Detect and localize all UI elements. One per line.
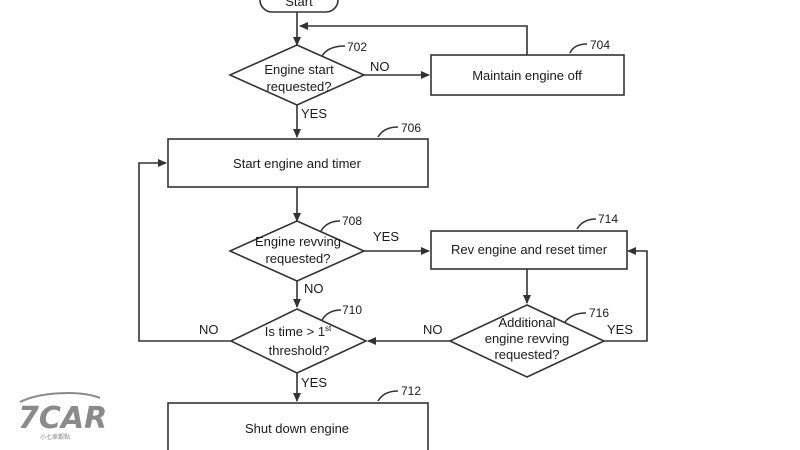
edge-label-710-no: NO: [199, 322, 219, 337]
ref-704: 704: [590, 38, 610, 52]
ref-leader-704: [569, 43, 588, 54]
process-704-label: Maintain engine off: [472, 68, 582, 83]
ref-leader-714: [576, 218, 597, 230]
start-label: Start: [285, 0, 313, 9]
decision-708-line1: Engine revving: [255, 234, 341, 249]
decision-702: Engine start requested? 702: [228, 40, 367, 106]
ref-708: 708: [342, 214, 362, 228]
process-712: Shut down engine 712: [167, 384, 429, 450]
decision-702-line2: requested?: [266, 79, 331, 94]
decision-716-line2: engine revving: [485, 331, 570, 346]
decision-716-line1: Additional: [498, 315, 555, 330]
logo-tagline: 小七車觀點: [40, 433, 70, 441]
ref-leader-702: [321, 45, 346, 57]
process-714: Rev engine and reset timer 714: [430, 212, 628, 270]
process-706-label: Start engine and timer: [233, 156, 362, 171]
ref-leader-710: [321, 309, 342, 321]
decision-716: Additional engine revving requested? 716: [448, 304, 609, 378]
edge-label-702-no: NO: [370, 59, 390, 74]
decision-708: Engine revving requested? 708: [228, 214, 366, 282]
edge-label-710-yes: YES: [301, 375, 327, 390]
connectors: [138, 12, 648, 402]
decision-710-line1: Is time > 1st: [265, 324, 332, 339]
edge-label-702-yes: YES: [301, 106, 327, 121]
process-714-label: Rev engine and reset timer: [451, 242, 608, 257]
edge-labels: NO YES YES NO YES NO NO YES: [199, 59, 633, 390]
decision-710: Is time > 1st threshold? 710: [229, 303, 368, 374]
decision-710-line1-main: Is time > 1: [265, 324, 325, 339]
decision-708-line2: requested?: [265, 251, 330, 266]
edge-716-714: [604, 247, 648, 342]
logo-swoosh-icon: [19, 392, 101, 403]
decision-702-line1: Engine start: [264, 62, 334, 77]
ref-leader-708: [320, 220, 341, 232]
decision-716-line3: requested?: [494, 347, 559, 362]
ref-710: 710: [342, 303, 362, 317]
ref-714: 714: [598, 212, 618, 226]
ref-leader-716: [564, 312, 587, 323]
decision-710-line1-sup: st: [325, 324, 332, 333]
edge-label-708-yes: YES: [373, 229, 399, 244]
edge-label-716-yes: YES: [607, 322, 633, 337]
ref-leader-706: [377, 126, 399, 138]
ref-712: 712: [401, 384, 421, 398]
ref-706: 706: [401, 121, 421, 135]
logo-text: 7CAR: [18, 401, 107, 436]
process-706: Start engine and timer 706: [167, 121, 429, 188]
ref-716: 716: [589, 306, 609, 320]
ref-leader-712: [377, 390, 399, 402]
ref-702: 702: [347, 40, 367, 54]
decision-710-line2: threshold?: [269, 343, 330, 358]
process-712-label: Shut down engine: [245, 421, 349, 436]
edge-label-708-no: NO: [304, 281, 324, 296]
watermark-logo: 7CAR 小七車觀點: [18, 392, 107, 441]
edge-704-loop: [299, 22, 528, 55]
process-704: Maintain engine off 704: [430, 38, 625, 96]
edge-710-706: [138, 159, 231, 342]
start-terminal: Start: [259, 0, 339, 13]
edge-label-716-no: NO: [423, 322, 443, 337]
